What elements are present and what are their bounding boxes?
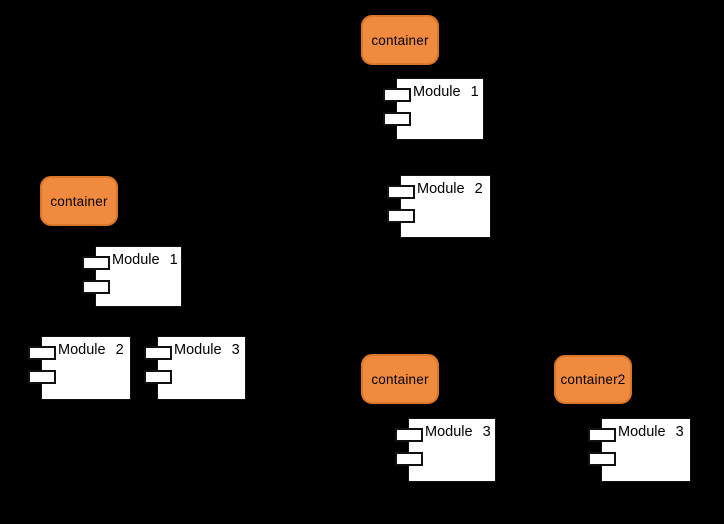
container2-node[interactable]: container2 <box>554 355 632 404</box>
module-node-label: Module 3 <box>425 424 491 440</box>
module-node-label: Module 2 <box>417 181 483 197</box>
component-port-icon <box>395 428 423 442</box>
container-node-label: container <box>371 32 429 48</box>
container-node[interactable]: container <box>361 15 439 65</box>
component-port-icon <box>82 256 110 270</box>
component-port-icon <box>395 452 423 466</box>
module-node[interactable]: Module 1 <box>383 78 484 140</box>
container-node-label: container2 <box>560 372 626 387</box>
component-port-icon <box>387 185 415 199</box>
container-node[interactable]: container <box>40 176 118 226</box>
module-node[interactable]: Module 3 <box>395 418 496 482</box>
component-port-icon <box>383 112 411 126</box>
component-port-icon <box>82 280 110 294</box>
container-node-label: container <box>50 193 108 209</box>
component-port-icon <box>144 370 172 384</box>
component-port-icon <box>588 452 616 466</box>
module-node[interactable]: Module 2 <box>387 175 491 238</box>
module-node-label: Module 2 <box>58 342 124 358</box>
component-port-icon <box>28 370 56 384</box>
module-node-label: Module 3 <box>618 424 684 440</box>
container-node[interactable]: container <box>361 354 439 404</box>
module-node[interactable]: Module 2 <box>28 336 131 400</box>
module-node-label: Module 1 <box>112 252 178 268</box>
component-port-icon <box>387 209 415 223</box>
module-node[interactable]: Module 3 <box>144 336 246 400</box>
module-node-label: Module 1 <box>413 84 479 100</box>
component-port-icon <box>144 346 172 360</box>
module-node-label: Module 3 <box>174 342 240 358</box>
component-port-icon <box>588 428 616 442</box>
module-node[interactable]: Module 1 <box>82 246 182 307</box>
container-node-label: container <box>371 371 429 387</box>
component-port-icon <box>383 88 411 102</box>
module-node[interactable]: Module 3 <box>588 418 691 482</box>
component-port-icon <box>28 346 56 360</box>
